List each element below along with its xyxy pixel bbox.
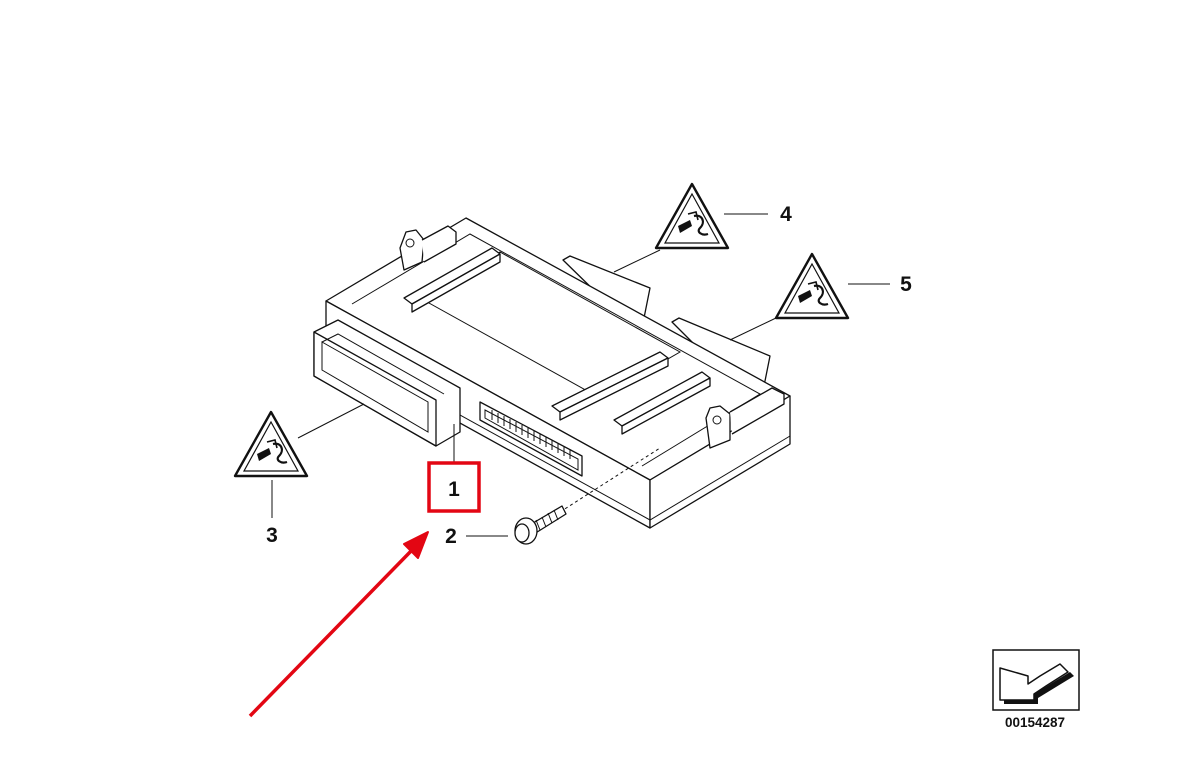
callout-4[interactable]: 4 [780, 203, 792, 226]
connector-warning-icon [654, 182, 730, 250]
leader-lines [271, 213, 890, 537]
callout-3[interactable]: 3 [266, 524, 278, 547]
connector-warning-icon [774, 252, 850, 320]
screw-icon[interactable] [514, 447, 661, 545]
callout-2[interactable]: 2 [445, 525, 457, 548]
catalog-code: 00154287 [1005, 715, 1065, 730]
connector-pins [491, 410, 571, 459]
view-direction-icon [992, 649, 1080, 711]
connector-warning-icon [233, 410, 309, 478]
control-module-icon[interactable] [313, 217, 791, 529]
callout-5[interactable]: 5 [900, 273, 912, 296]
pointer-arrow [248, 531, 429, 718]
callout-1-highlight [427, 461, 481, 513]
callout-1[interactable]: 1 [448, 478, 460, 501]
